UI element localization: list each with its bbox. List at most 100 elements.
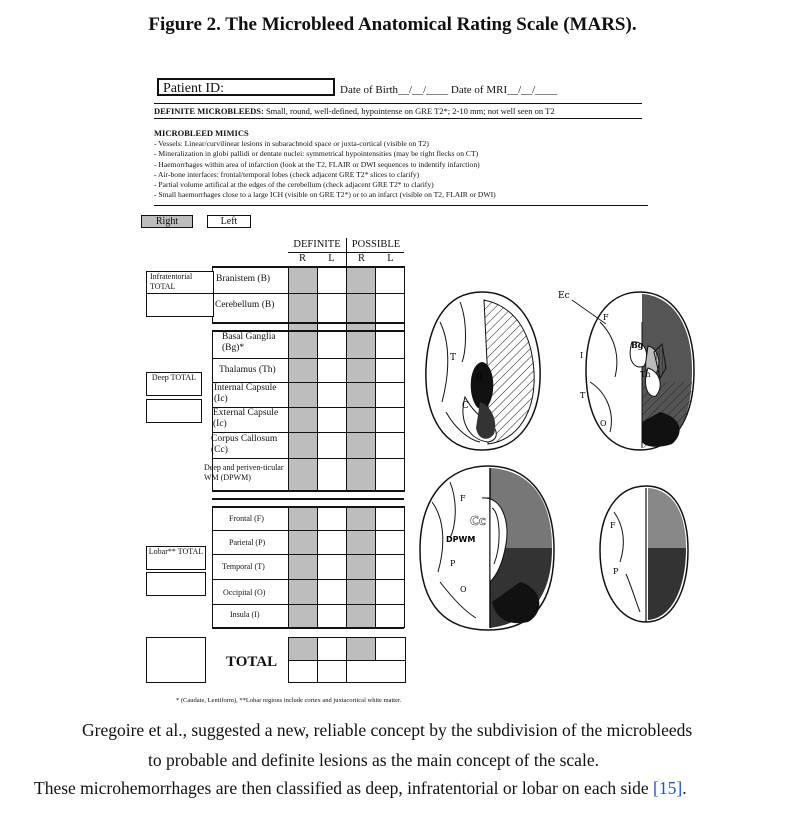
row-temporal: Temporal (T) — [222, 562, 265, 572]
label-B: B — [476, 373, 483, 383]
row-parietal: Parietal (P) — [229, 538, 265, 548]
total-def-r[interactable] — [289, 638, 317, 660]
mimic-item: - Mineralization in globi pallidi or den… — [154, 149, 496, 159]
row-insula: Insula (I) — [230, 610, 260, 620]
side-right-box: Right — [141, 215, 193, 228]
divider — [212, 498, 404, 500]
divider — [154, 103, 642, 104]
divider — [212, 266, 404, 268]
label-T: T — [450, 353, 456, 363]
side-left-box: Left — [207, 215, 251, 228]
definite-microbleeds-text: DEFINITE MICROBLEEDS: Small, round, well… — [154, 106, 555, 116]
paragraph-line-1: Gregoire et al., suggested a new, reliab… — [82, 720, 692, 741]
divider — [212, 627, 404, 629]
mimic-item: - Partial volume artifical at the edges … — [154, 180, 496, 190]
divider — [212, 293, 404, 294]
lobar-total-label: Lobar** TOTAL — [147, 547, 205, 557]
label-P: P — [613, 567, 619, 576]
mimics-list: - Vessels: Linear/curvilinear lesions in… — [154, 139, 496, 201]
period: . — [682, 778, 686, 798]
row-internal-capsule: Internal Capsule (Ic) — [214, 383, 290, 405]
label-O: O — [460, 585, 467, 594]
brain-deep-icon: Ec F Bg I Th T O — [558, 291, 694, 450]
label-Bg: Bg — [631, 340, 644, 350]
divider — [212, 579, 404, 580]
label-F: F — [460, 494, 466, 503]
label-F: F — [603, 313, 609, 322]
dob-mri-line: Date of Birth__/__/____ Date of MRI__/__… — [340, 84, 557, 96]
total-grid — [288, 637, 406, 683]
mimic-item: - Haemorrhages within area of infarction… — [154, 160, 496, 170]
label-O: O — [600, 419, 607, 428]
mimic-item: - Air-bone interfaces: frontal/temporal … — [154, 170, 496, 180]
figure-caption: Figure 2. The Microbleed Anatomical Rati… — [0, 14, 785, 36]
label-Cc: Cc — [470, 514, 486, 528]
col-pos-r: R — [347, 253, 376, 264]
deep-total-label-box: Deep TOTAL — [146, 372, 202, 396]
col-def-r: R — [288, 253, 317, 264]
total-pos-r[interactable] — [347, 638, 375, 660]
divider — [404, 266, 405, 492]
divider — [375, 638, 376, 660]
divider — [212, 322, 404, 324]
grand-total-box[interactable] — [146, 637, 206, 683]
definite-desc: Small, round, well-defined, hypointense … — [266, 106, 555, 116]
label-C: C — [462, 401, 469, 411]
col-definite: DEFINITE — [288, 239, 346, 250]
deep-total-input[interactable] — [146, 399, 202, 423]
mimic-item: - Small haemorrhages close to a large IC… — [154, 190, 496, 200]
mimic-item: - Vessels: Linear/curvilinear lesions in… — [154, 139, 496, 149]
divider — [346, 506, 347, 628]
divider — [212, 358, 404, 359]
definite-label: DEFINITE MICROBLEEDS: — [154, 106, 264, 116]
footnote: * (Caudate, Lentiform), **Lobar regions … — [176, 697, 401, 704]
label-Th: Th — [640, 370, 651, 379]
brain-diagrams: T B C Ec F Bg I Th T O F C — [410, 282, 700, 642]
divider — [212, 458, 404, 459]
citation-link[interactable]: [15] — [653, 778, 682, 798]
possible-r-column-lobar — [347, 506, 375, 628]
label-F: F — [610, 521, 616, 530]
lobar-total-input[interactable] — [146, 572, 206, 596]
brain-lobar-icon: F Cc DPWM P O — [420, 466, 554, 630]
label-DPWM: DPWM — [446, 535, 475, 544]
col-def-l: L — [317, 253, 346, 264]
paragraph-line-2: to probable and definite lesions as the … — [148, 750, 599, 771]
total-label: TOTAL — [226, 654, 277, 671]
infratentorial-total-input[interactable] — [146, 293, 214, 317]
row-brainstem: Branistem (B) — [216, 274, 270, 285]
paragraph-line-3: These microhemorrhages are then classifi… — [34, 778, 687, 799]
deep-total-label: Deep TOTAL — [147, 373, 201, 383]
divider — [154, 118, 642, 119]
divider — [289, 660, 405, 661]
definite-r-column-lobar — [289, 506, 317, 628]
col-pos-l: L — [376, 253, 405, 264]
divider — [404, 506, 405, 628]
label-I: I — [580, 351, 583, 360]
row-occipital: Occipital (O) — [223, 588, 265, 598]
label-T: T — [580, 391, 586, 400]
brain-superior-icon: F P — [600, 486, 688, 622]
row-corpus-callosum: Corpus Callosum (Cc) — [211, 434, 289, 456]
divider — [288, 506, 289, 628]
infratentorial-total-label: Infratentorial TOTAL — [147, 272, 208, 292]
patient-id-field: Patient ID: — [157, 78, 335, 96]
divider — [154, 205, 648, 206]
paragraph-line-3-text: These microhemorrhages are then classifi… — [34, 778, 649, 798]
divider — [212, 506, 404, 508]
lobar-total-label-box: Lobar** TOTAL — [146, 546, 206, 570]
divider — [212, 604, 404, 605]
brain-infratentorial-icon: T B C — [426, 292, 540, 450]
row-thalamus: Thalamus (Th) — [219, 365, 276, 376]
divider — [212, 530, 404, 531]
col-possible: POSSIBLE — [347, 239, 405, 250]
divider — [212, 506, 213, 628]
divider — [212, 554, 404, 555]
mimics-title: MICROBLEED MIMICS — [154, 128, 249, 138]
label-Ec: Ec — [558, 291, 570, 301]
infratentorial-total-label-box: Infratentorial TOTAL — [146, 271, 214, 295]
row-external-capsule: External Capsule (Ic) — [213, 408, 289, 430]
row-cerebellum: Cerebellum (B) — [215, 300, 274, 311]
row-dpwm: Deep and periven-ticular WM (DPWM) — [204, 463, 288, 483]
divider — [375, 506, 376, 628]
